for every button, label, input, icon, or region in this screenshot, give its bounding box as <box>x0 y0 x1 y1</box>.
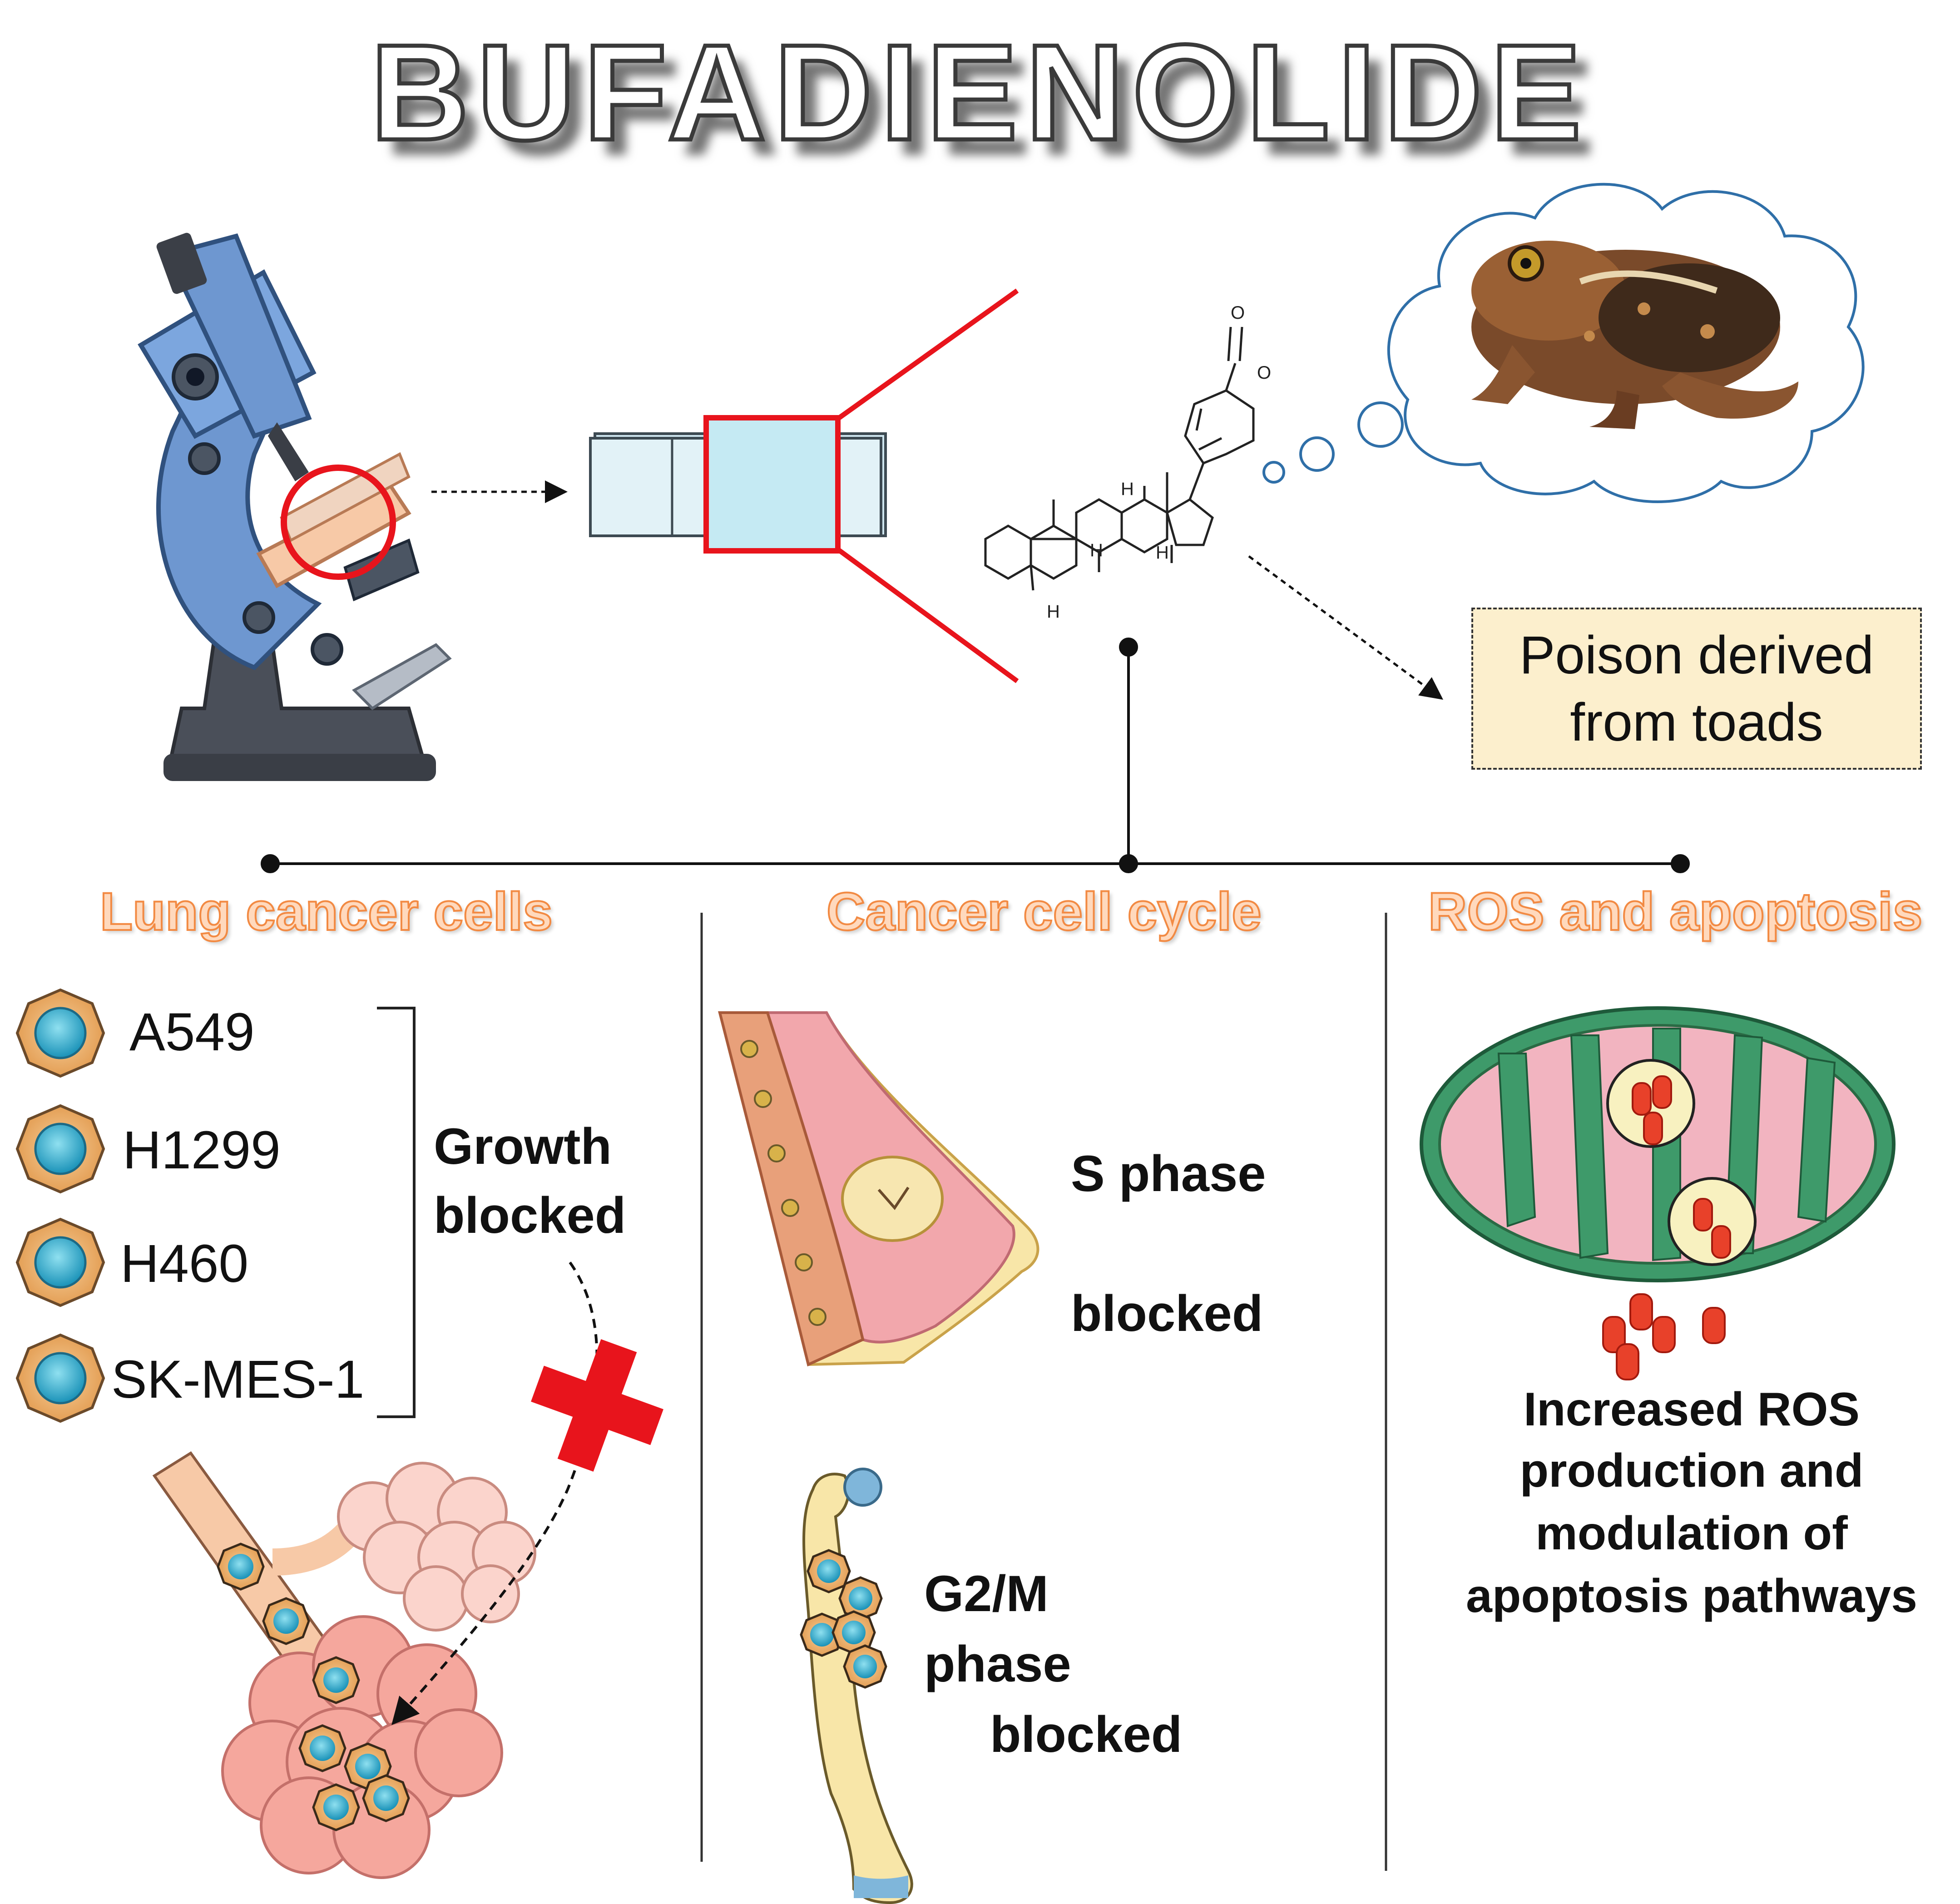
lung-alveoli-illustration <box>152 1451 536 1879</box>
heading-lung-cancer-cells: Lung cancer cells <box>99 881 554 943</box>
ros-particles <box>1602 1075 1731 1380</box>
microscope-illustration <box>138 232 452 781</box>
cell-line-sk-mes-1: SK-MES-1 <box>111 1350 365 1409</box>
poison-label-box: Poison derived from toads <box>1471 608 1922 770</box>
growth-arrow <box>391 1261 599 1725</box>
focus-circle <box>281 465 396 580</box>
g2m-blocked-label: blocked <box>990 1706 1183 1763</box>
poison-label-line1: Poison derived <box>1519 625 1874 685</box>
svg-text:O: O <box>1257 363 1271 383</box>
toad-illustration <box>1471 241 1798 429</box>
s-phase-blocked-label: blocked <box>1071 1285 1263 1342</box>
ros-effect-line3: modulation of <box>1535 1507 1848 1560</box>
mitochondrion-illustration <box>1420 1006 1896 1380</box>
svg-text:H: H <box>1121 479 1134 499</box>
ros-effect-line1: Increased ROS <box>1524 1383 1860 1436</box>
growth-blocked-label: blocked <box>434 1187 626 1244</box>
heading-ros-apoptosis: ROS and apoptosis <box>1427 881 1923 943</box>
heading-cancer-cell-cycle: Cancer cell cycle <box>826 881 1262 943</box>
cell-line-icons <box>15 988 105 1423</box>
svg-text:H: H <box>1156 543 1169 563</box>
svg-text:O: O <box>1231 303 1245 323</box>
cell-line-h1299: H1299 <box>123 1120 281 1180</box>
growth-label: Growth <box>434 1118 612 1175</box>
connector-tree <box>261 638 1690 873</box>
g2m-label: G2/M <box>924 1565 1049 1622</box>
poison-label-line2: from toads <box>1570 692 1823 752</box>
cell-line-a549: A549 <box>129 1002 255 1062</box>
svg-text:H: H <box>1047 602 1060 622</box>
blocked-cross-icon <box>531 1339 663 1472</box>
svg-text:H: H <box>1090 540 1103 560</box>
bufadienolide-structure <box>984 326 1255 591</box>
bone-illustration <box>800 1468 913 1904</box>
cell-icon <box>15 1333 105 1423</box>
cell-icon <box>15 1217 105 1307</box>
zoom-box <box>703 415 841 554</box>
molecule-labels: H H H H O O <box>1047 303 1271 622</box>
ros-effect-line2: production and <box>1519 1444 1864 1497</box>
title: BUFADIENOLIDE <box>368 14 1590 171</box>
g2m-phase-label: phase <box>924 1636 1071 1692</box>
glass-slide <box>589 288 1019 683</box>
cell-line-bracket <box>377 1007 416 1418</box>
ros-effect-line4: apoptosis pathways <box>1466 1570 1917 1622</box>
cell-icon <box>15 1104 105 1194</box>
breast-tissue-illustration <box>718 1011 1039 1367</box>
s-phase-label: S phase <box>1071 1145 1266 1202</box>
arrow-to-poison-label <box>1248 555 1444 700</box>
cell-icon <box>15 988 105 1078</box>
cell-line-h460: H460 <box>120 1234 249 1294</box>
